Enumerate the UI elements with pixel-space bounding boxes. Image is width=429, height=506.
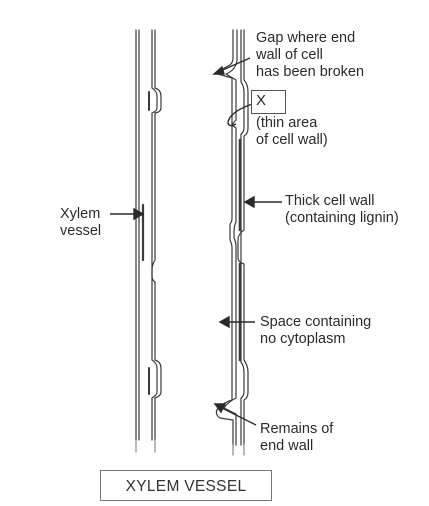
gap-arrow-head bbox=[212, 65, 225, 75]
space-arrow-head bbox=[218, 315, 230, 329]
xylem-vessel-label: Xylem vessel bbox=[60, 206, 102, 239]
x-marker-label: X bbox=[256, 92, 267, 109]
thick-wall-label: Thick cell wall (containing lignin) bbox=[285, 193, 399, 226]
caption-box: XYLEM VESSEL bbox=[100, 470, 272, 501]
thin-area-label: (thin area of cell wall) bbox=[256, 115, 328, 148]
right-vessel-inner-left-wall bbox=[223, 29, 238, 446]
right-vessel-bottom bbox=[232, 444, 245, 456]
remains-label: Remains of end wall bbox=[260, 421, 334, 454]
right-vessel-right-outer-wall bbox=[237, 29, 249, 446]
x-marker-box: X bbox=[251, 90, 286, 114]
gap-label: Gap where end wall of cell has been brok… bbox=[256, 30, 365, 80]
right-vessel-outer-left-wall bbox=[215, 29, 234, 446]
space-label: Space containing no cytoplasm bbox=[260, 314, 372, 347]
left-vessel-right-inner-wall bbox=[151, 29, 158, 441]
left-vessel-bottom bbox=[135, 439, 156, 453]
xylem-arrow-head bbox=[133, 207, 145, 221]
remains-arrow-head bbox=[213, 403, 227, 414]
right-vessel-right-inner-wall bbox=[240, 29, 245, 446]
x-pointer-line bbox=[227, 103, 253, 127]
diagram-title: XYLEM VESSEL bbox=[125, 478, 247, 495]
thick-wall-arrow-head bbox=[243, 195, 255, 209]
remains-arrow-line bbox=[221, 407, 257, 426]
